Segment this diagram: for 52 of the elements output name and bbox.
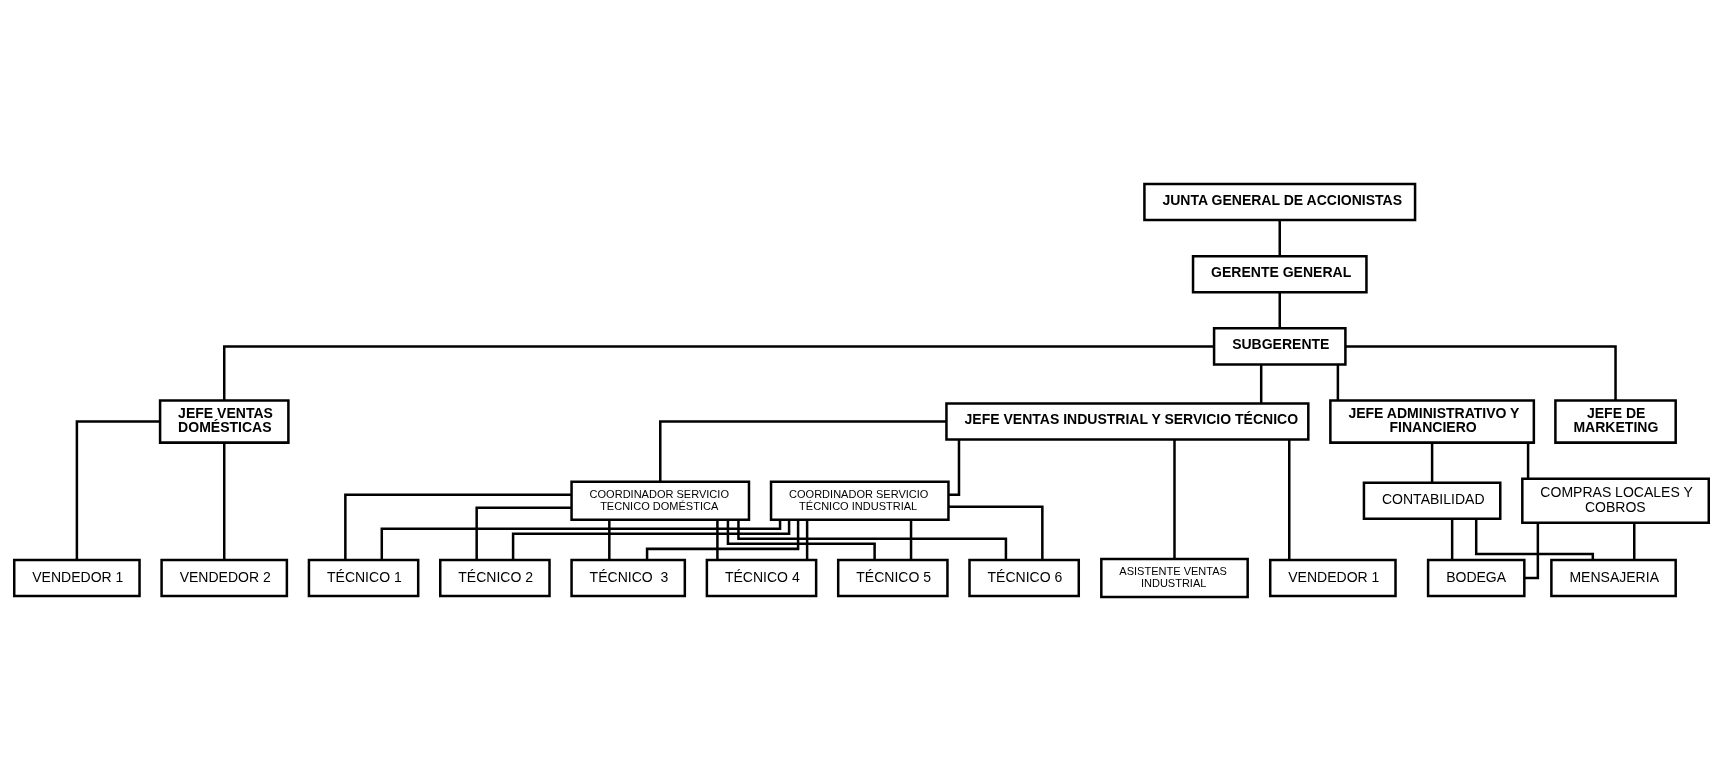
connector xyxy=(474,506,571,560)
connector xyxy=(1259,364,1262,404)
connector xyxy=(909,519,912,560)
connector xyxy=(805,519,808,560)
connector xyxy=(1524,523,1539,580)
node-box: TÉCNICO 5 xyxy=(836,558,949,598)
node-box: SUBGERENTE xyxy=(1212,327,1347,366)
connector xyxy=(1172,439,1176,559)
connector xyxy=(1450,519,1453,560)
connector xyxy=(1278,220,1281,256)
node-box: GERENTE GENERAL xyxy=(1191,254,1368,294)
connector xyxy=(222,345,1214,401)
connector xyxy=(511,520,790,560)
node-box: BODEGA xyxy=(1426,558,1526,598)
node-box: VENDEDOR 2 xyxy=(159,558,288,598)
node-box: JEFE ADMINISTRATIVO Y FINANCIERO xyxy=(1328,399,1535,444)
node-box: MENSAJERIA xyxy=(1549,558,1677,598)
node-box: VENDEDOR 1 xyxy=(1268,558,1397,598)
connector xyxy=(645,520,799,560)
connector xyxy=(658,420,946,482)
node-box: COORDINADOR SERVICIO TÉCNICO INDUSTRIAL xyxy=(769,480,950,522)
connector xyxy=(715,519,719,560)
connector xyxy=(343,493,571,560)
connector xyxy=(1287,439,1291,560)
node-box: ASISTENTE VENTAS INDUSTRIAL xyxy=(1099,557,1249,599)
connector xyxy=(380,519,781,560)
connector xyxy=(1632,523,1635,560)
connector xyxy=(1336,364,1339,401)
node-box: VENDEDOR 1 xyxy=(12,558,141,598)
connector xyxy=(948,439,960,496)
node-box: TÉCNICO 1 xyxy=(307,558,419,598)
node-box: JUNTA GENERAL DE ACCIONISTAS xyxy=(1142,182,1416,222)
node-box: TÉCNICO 2 xyxy=(438,558,551,598)
connector xyxy=(222,442,225,560)
node-box: CONTABILIDAD xyxy=(1362,481,1502,521)
connector xyxy=(736,520,1007,560)
node-box: TÉCNICO 6 xyxy=(967,558,1080,598)
node-box: COMPRAS LOCALES Y COBROS xyxy=(1520,477,1710,525)
connector xyxy=(1345,345,1617,401)
connector xyxy=(75,420,160,560)
connector xyxy=(726,520,876,560)
node-box: COORDINADOR SERVICIO TECNICO DOMÉSTICA xyxy=(569,480,750,522)
connector xyxy=(1278,292,1281,328)
connector xyxy=(948,505,1044,560)
connector xyxy=(1430,442,1433,483)
node-box: JEFE VENTAS INDUSTRIAL Y SERVICIO TÉCNICO xyxy=(944,402,1310,441)
node-box: TÉCNICO 3 xyxy=(569,558,686,598)
connector xyxy=(1526,442,1529,479)
node-box: JEFE DE MARKETING xyxy=(1553,399,1677,444)
node-box: JEFE VENTAS DOMÉSTICAS xyxy=(158,399,290,444)
node-box: TÉCNICO 4 xyxy=(705,558,817,598)
connector xyxy=(607,519,611,560)
